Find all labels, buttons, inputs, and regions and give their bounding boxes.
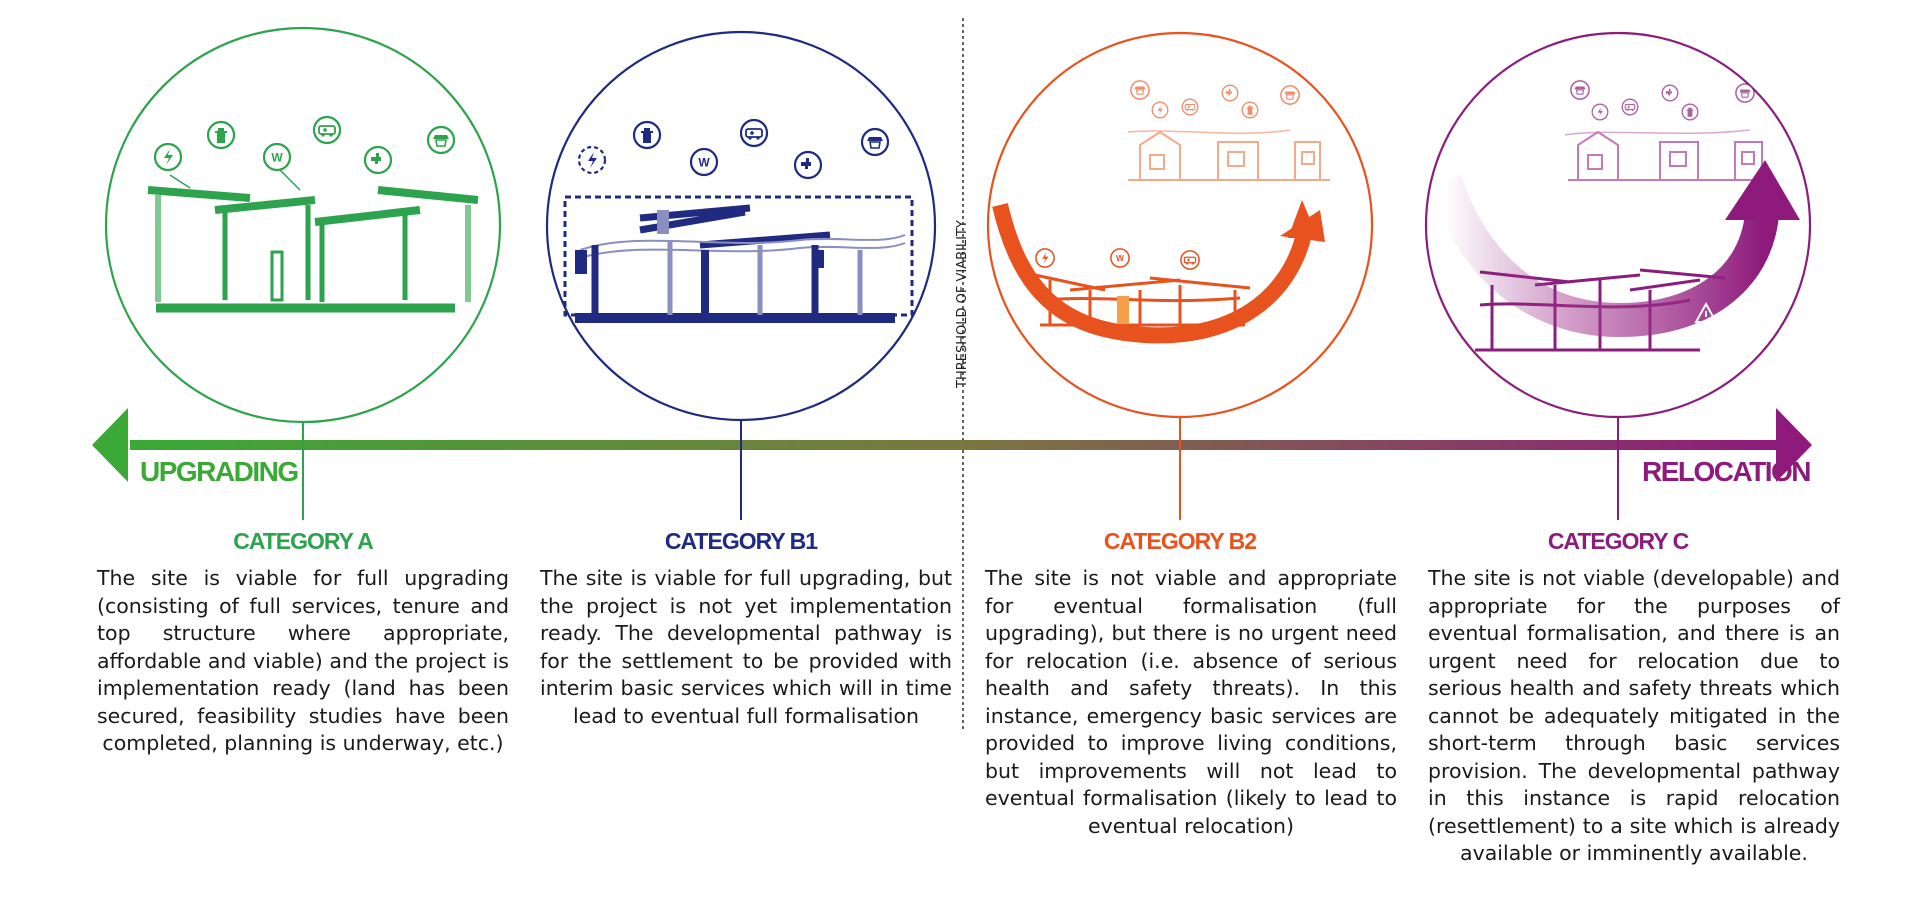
category-b2-illustration — [986, 31, 1374, 419]
axis-right-arrowhead — [1776, 408, 1812, 482]
upgrading-label: UPGRADING — [140, 456, 299, 487]
category-c-description: The site is not viable (developable) and… — [1428, 566, 1840, 865]
category-b1-description: The site is viable for full upgrading, b… — [540, 566, 952, 728]
category-b1-title: CATEGORY B1 — [664, 528, 818, 554]
category-b2-title: CATEGORY B2 — [1103, 528, 1257, 554]
category-b1-illustration — [545, 30, 937, 422]
relocation-label: RELOCATION — [1642, 456, 1812, 487]
category-a-description: The site is viable for full upgrading (c… — [97, 566, 509, 755]
axis-left-arrowhead — [92, 408, 128, 482]
category-a-title: CATEGORY A — [233, 528, 374, 554]
category-c-illustration — [1424, 31, 1812, 419]
axis-bar — [130, 440, 1790, 450]
category-b2-description: The site is not viable and appropriate f… — [985, 566, 1397, 838]
threshold-of-viability-label: THRESHOLD OF VIABILITY — [955, 220, 970, 388]
category-a-illustration — [104, 26, 502, 424]
category-c-title: CATEGORY C — [1547, 528, 1689, 554]
